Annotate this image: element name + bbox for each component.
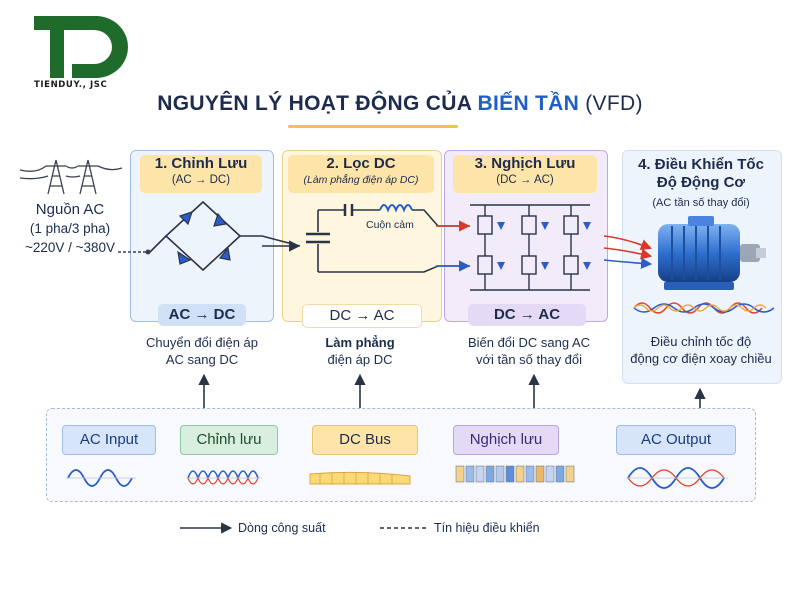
igbt-bridge-icon bbox=[470, 204, 591, 291]
legend-power-flow: Dòng công suất bbox=[238, 521, 326, 535]
flow-ac-output: AC Output bbox=[616, 425, 736, 455]
power-tower-icon bbox=[19, 159, 123, 195]
flow-ac-input: AC Input bbox=[62, 425, 156, 455]
motor-control-header: 4. Điều Khiển Tốc Độ Động Cơ (AC tần số … bbox=[638, 156, 764, 209]
inverter-pill: DC → AC bbox=[468, 304, 586, 326]
legend-control-signal: Tín hiệu điều khiển bbox=[434, 521, 540, 535]
ac-source-label: Nguồn AC (1 pha/3 pha) ~220V / ~380V bbox=[24, 201, 116, 255]
inverter-header: 3. Nghịch Lưu (DC → AC) bbox=[453, 155, 597, 193]
electric-motor-icon bbox=[658, 216, 766, 290]
inductor-label: Cuộn cảm bbox=[366, 219, 414, 231]
flow-rectifier: Chỉnh lưu bbox=[180, 425, 278, 455]
page-title: NGUYÊN LÝ HOẠT ĐỘNG CỦA BIẾN TẦN (VFD) bbox=[157, 92, 643, 115]
rectifier-header: 1. Chỉnh Lưu (AC → DC) bbox=[140, 155, 262, 193]
flow-dc-bus: DC Bus bbox=[312, 425, 418, 455]
flow-inverter: Nghịch lưu bbox=[453, 425, 559, 455]
title-underline bbox=[288, 125, 458, 128]
dc-filter-header: 2. Lọc DC (Làm phẳng điện áp DC) bbox=[288, 155, 434, 193]
rectifier-pill: AC → DC bbox=[158, 304, 246, 326]
tienduy-logo bbox=[34, 16, 128, 78]
dc-filter-pill: DC → AC bbox=[302, 304, 422, 328]
company-name: TIENDUY., JSC bbox=[34, 80, 108, 90]
